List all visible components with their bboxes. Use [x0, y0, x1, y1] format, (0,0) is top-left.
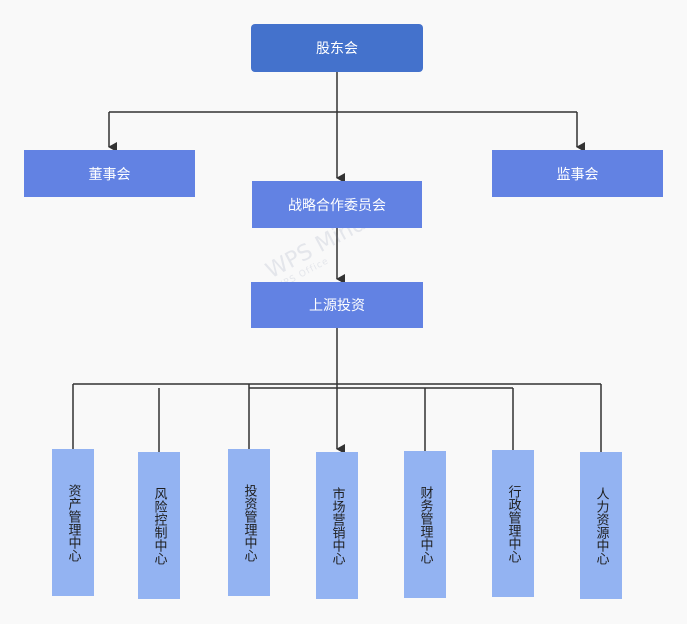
- node-dept-risk-control[interactable]: 风险控制中心: [138, 452, 180, 599]
- node-dept-administration[interactable]: 行政管理中心: [492, 450, 534, 597]
- node-dept-finance[interactable]: 财务管理中心: [404, 451, 446, 598]
- node-shareholders[interactable]: 股东会: [251, 24, 423, 72]
- node-dept-investment-management[interactable]: 投资管理中心: [228, 449, 270, 596]
- node-company[interactable]: 上源投资: [251, 282, 423, 328]
- node-dept-asset-management[interactable]: 资产管理中心: [52, 449, 94, 596]
- node-supervisors[interactable]: 监事会: [492, 150, 663, 197]
- node-dept-human-resources[interactable]: 人力资源中心: [580, 452, 622, 599]
- node-board[interactable]: 董事会: [24, 150, 195, 197]
- node-strategy[interactable]: 战略合作委员会: [252, 181, 422, 228]
- node-dept-marketing[interactable]: 市场营销中心: [316, 452, 358, 599]
